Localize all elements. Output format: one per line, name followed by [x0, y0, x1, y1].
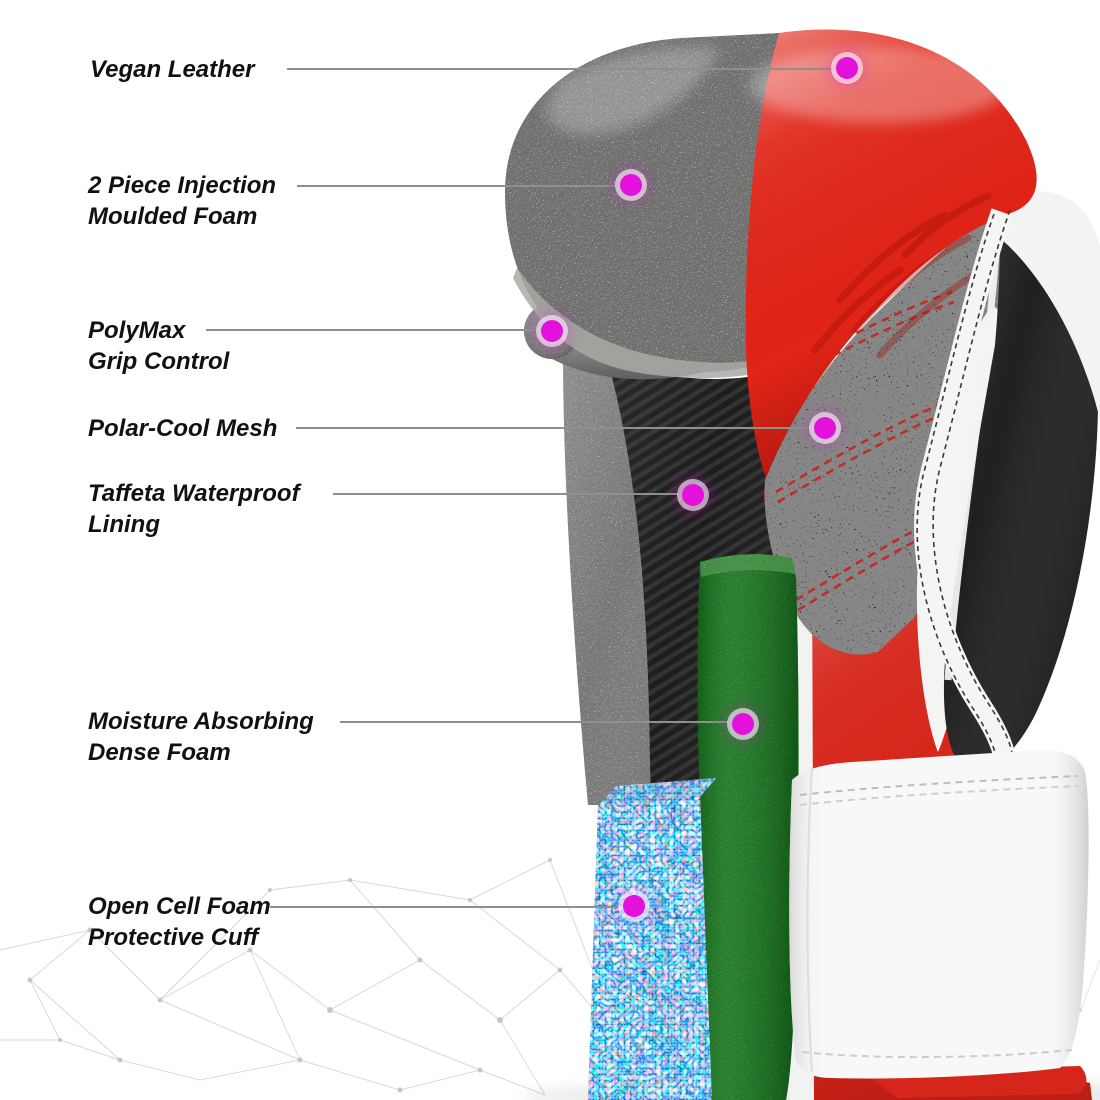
- vegan-leather-label: Vegan Leather: [90, 54, 255, 85]
- moulded-foam-label-line: Moulded Foam: [88, 203, 258, 230]
- thumb-panel: [943, 192, 1099, 770]
- polar-cool-mesh-label: Polar-Cool Mesh: [88, 413, 277, 444]
- injection-moulded-foam-head: [505, 33, 794, 379]
- polar-cool-mesh-label-line: Polar-Cool Mesh: [88, 415, 278, 442]
- polar-cool-mesh-leader-line: [296, 427, 810, 429]
- open-cell-foam-label-line: Protective Cuff: [88, 924, 259, 951]
- polar-cool-mesh-panel: [764, 208, 1014, 655]
- top-white-trim-band: [1000, 191, 1100, 420]
- taffeta-lining-label-line: Lining: [88, 511, 160, 538]
- taffeta-lining-leader-line: [333, 493, 678, 495]
- open-cell-foam-block: [588, 778, 716, 1100]
- vegan-leather-leader-line: [287, 68, 833, 70]
- dense-foam-layer: [697, 554, 799, 1100]
- vegan-leather-marker-dot: [836, 57, 858, 79]
- polymax-grip-leader-line: [206, 329, 537, 331]
- polymax-grip-label-line: Grip Control: [88, 348, 230, 375]
- dense-foam-label-line: Moisture Absorbing: [88, 708, 314, 735]
- open-cell-foam-leader-line: [270, 906, 619, 908]
- taffeta-lining-label-line: Taffeta Waterproof: [88, 480, 300, 507]
- polymax-grip-marker-dot: [541, 320, 563, 342]
- dense-foam-leader-line: [340, 721, 728, 723]
- dense-foam-marker-dot: [732, 713, 754, 735]
- moulded-foam-marker-dot: [620, 174, 642, 196]
- dense-foam-label-line: Dense Foam: [88, 739, 231, 766]
- open-cell-foam-label-line: Open Cell Foam: [88, 893, 271, 920]
- moulded-foam-leader-line: [297, 185, 616, 187]
- moulded-foam-label-line: 2 Piece Injection: [88, 172, 277, 199]
- palm-white-trim: [914, 208, 1016, 763]
- polymax-grip-label-line: PolyMax: [88, 317, 186, 344]
- wrist-cuff: [789, 750, 1089, 1079]
- open-cell-foam-marker-dot: [623, 895, 645, 917]
- polar-cool-mesh-marker-dot: [814, 417, 836, 439]
- taffeta-lining-marker-dot: [682, 484, 704, 506]
- vegan-leather-label-line: Vegan Leather: [90, 56, 255, 83]
- vegan-leather-shell: [745, 29, 1037, 478]
